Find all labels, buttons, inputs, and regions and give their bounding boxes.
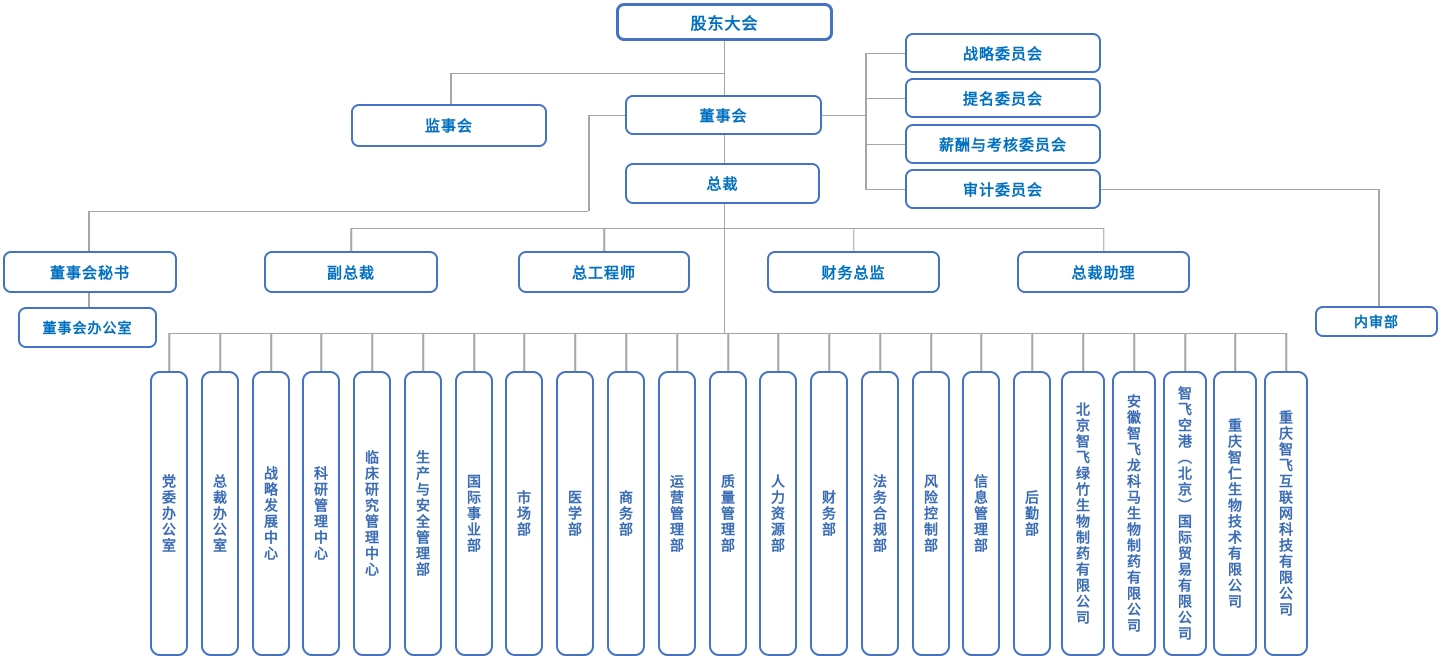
node-audit-committee: 审计委员会 bbox=[905, 169, 1101, 209]
dept-node-7: 国际事业部 bbox=[455, 371, 493, 656]
connector-board-president bbox=[723, 135, 725, 163]
dept-node-10: 商务部 bbox=[607, 371, 645, 656]
dept-label: 科研管理中心 bbox=[313, 465, 329, 562]
dept-label: 重庆智飞互联网科技有限公司 bbox=[1278, 409, 1294, 618]
dept-label: 风险控制部 bbox=[923, 473, 939, 554]
dept-label: 市场部 bbox=[516, 489, 532, 538]
node-chief-engineer: 总工程师 bbox=[518, 251, 690, 293]
node-label: 总裁助理 bbox=[1071, 264, 1136, 282]
dept-label: 运营管理部 bbox=[669, 473, 685, 554]
dept-node-14: 财务部 bbox=[810, 371, 848, 656]
node-label: 战略委员会 bbox=[962, 45, 1043, 63]
node-board-office: 董事会办公室 bbox=[18, 307, 157, 348]
node-remuneration-assessment-committee: 薪酬与考核委员会 bbox=[905, 124, 1101, 164]
dept-label: 国际事业部 bbox=[466, 473, 482, 554]
dept-label: 战略发展中心 bbox=[263, 465, 279, 562]
dept-label: 生产与安全管理部 bbox=[415, 449, 431, 578]
dept-node-18: 后勤部 bbox=[1013, 371, 1051, 656]
dept-node-11: 运营管理部 bbox=[658, 371, 696, 656]
dept-label: 后勤部 bbox=[1024, 489, 1040, 538]
dept-label: 党委办公室 bbox=[161, 473, 177, 554]
dept-label: 财务部 bbox=[821, 489, 837, 538]
dept-node-1: 党委办公室 bbox=[150, 371, 188, 656]
node-label: 董事会秘书 bbox=[49, 264, 130, 282]
connector-executives-rail bbox=[351, 227, 1104, 229]
node-president: 总裁 bbox=[625, 163, 820, 204]
node-president-assistant: 总裁助理 bbox=[1017, 251, 1190, 293]
node-board-secretary: 董事会秘书 bbox=[3, 251, 177, 293]
dept-label: 智飞空港（北京）国际贸易有限公司 bbox=[1177, 385, 1193, 642]
dept-node-2: 总裁办公室 bbox=[201, 371, 239, 656]
connector-board-committees-h bbox=[822, 114, 865, 116]
node-label: 提名委员会 bbox=[962, 90, 1043, 108]
dept-node-6: 生产与安全管理部 bbox=[404, 371, 442, 656]
connector-board-secretary-h1 bbox=[588, 114, 625, 116]
dept-label: 临床研究管理中心 bbox=[364, 449, 380, 578]
node-supervisory-board: 监事会 bbox=[351, 104, 547, 147]
connector-remuneration-committee-stub bbox=[865, 143, 905, 145]
node-label: 副总裁 bbox=[326, 264, 375, 282]
connector-secretary-office bbox=[88, 293, 90, 307]
dept-label: 质量管理部 bbox=[720, 473, 736, 554]
subsidiary-node-22: 重庆智仁生物技术有限公司 bbox=[1213, 371, 1257, 656]
node-vice-president: 副总裁 bbox=[264, 251, 438, 293]
connector-audit-internal-h bbox=[1100, 188, 1378, 190]
node-label: 董事会办公室 bbox=[42, 319, 133, 336]
node-label: 内审部 bbox=[1354, 313, 1399, 330]
connector-president-down bbox=[723, 204, 725, 333]
dept-node-8: 市场部 bbox=[505, 371, 543, 656]
dept-node-9: 医学部 bbox=[556, 371, 594, 656]
dept-label: 人力资源部 bbox=[770, 473, 786, 554]
dept-label: 北京智飞绿竹生物制药有限公司 bbox=[1075, 401, 1091, 626]
node-nomination-committee: 提名委员会 bbox=[905, 78, 1101, 118]
node-label: 薪酬与考核委员会 bbox=[938, 136, 1067, 154]
dept-label: 商务部 bbox=[618, 489, 634, 538]
dept-label: 重庆智仁生物技术有限公司 bbox=[1227, 417, 1243, 610]
connector-board-secretary-h2 bbox=[88, 210, 588, 212]
connector-shareholders-supervisory-h bbox=[450, 72, 724, 74]
dept-node-5: 临床研究管理中心 bbox=[353, 371, 391, 656]
connector-shareholders-board bbox=[723, 41, 725, 95]
dept-label: 安徽智飞龙科马生物制药有限公司 bbox=[1126, 393, 1142, 634]
dept-node-17: 信息管理部 bbox=[962, 371, 1000, 656]
connector-committees-trunk bbox=[865, 53, 867, 190]
dept-node-4: 科研管理中心 bbox=[302, 371, 340, 656]
node-label: 董事会 bbox=[699, 107, 748, 125]
node-board-of-directors: 董事会 bbox=[625, 95, 822, 135]
connector-nomination-committee-stub bbox=[865, 97, 905, 99]
connector-board-secretary-v2 bbox=[88, 211, 90, 251]
dept-node-12: 质量管理部 bbox=[709, 371, 747, 656]
dept-node-16: 风险控制部 bbox=[912, 371, 950, 656]
node-label: 总裁 bbox=[706, 176, 739, 193]
node-shareholders-meeting: 股东大会 bbox=[616, 3, 833, 41]
subsidiary-node-20: 安徽智飞龙科马生物制药有限公司 bbox=[1112, 371, 1156, 656]
node-label: 总工程师 bbox=[571, 264, 636, 282]
node-finance-director: 财务总监 bbox=[767, 251, 940, 293]
node-strategy-committee: 战略委员会 bbox=[905, 33, 1101, 73]
dept-label: 法务合规部 bbox=[872, 473, 888, 554]
dept-label: 信息管理部 bbox=[973, 473, 989, 554]
node-label: 股东大会 bbox=[690, 16, 759, 33]
dept-label: 总裁办公室 bbox=[212, 473, 228, 554]
dept-node-15: 法务合规部 bbox=[861, 371, 899, 656]
node-label: 审计委员会 bbox=[962, 181, 1043, 199]
connector-board-secretary-v1 bbox=[588, 115, 590, 211]
connector-strategy-committee-stub bbox=[865, 52, 905, 54]
subsidiary-node-23: 重庆智飞互联网科技有限公司 bbox=[1264, 371, 1308, 656]
dept-label: 医学部 bbox=[567, 489, 583, 538]
subsidiary-node-19: 北京智飞绿竹生物制药有限公司 bbox=[1061, 371, 1105, 656]
node-label: 财务总监 bbox=[821, 264, 886, 282]
subsidiary-node-21: 智飞空港（北京）国际贸易有限公司 bbox=[1163, 371, 1207, 656]
connector-shareholders-supervisory-v bbox=[450, 73, 452, 104]
node-internal-audit-dept: 内审部 bbox=[1315, 306, 1438, 337]
connector-audit-internal-v bbox=[1378, 189, 1380, 306]
node-label: 监事会 bbox=[424, 118, 473, 135]
dept-node-3: 战略发展中心 bbox=[252, 371, 290, 656]
connector-audit-committee-stub bbox=[865, 188, 905, 190]
dept-node-13: 人力资源部 bbox=[759, 371, 797, 656]
